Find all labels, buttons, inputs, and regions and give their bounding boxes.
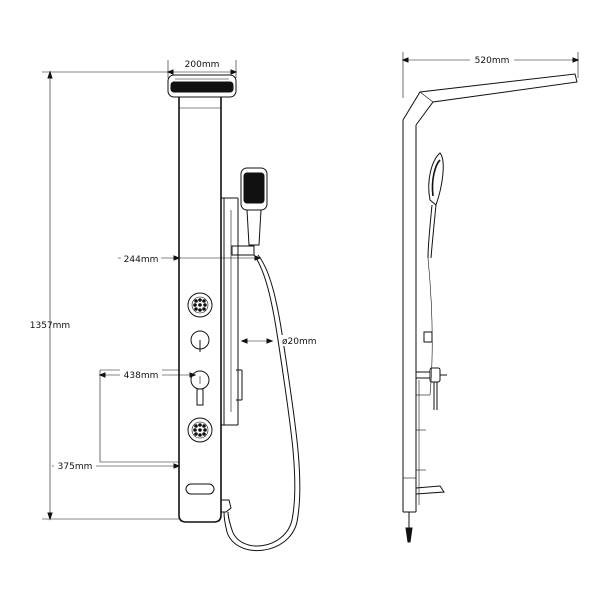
side-mixer-lever: [415, 367, 447, 410]
dim-lower-depth: 438mm: [98, 369, 197, 381]
dim-total-height: 1357mm: [30, 70, 179, 521]
side-bottom-outlet: [405, 512, 413, 543]
front-view: 200mm 1357mm ‎ 244mm ø20mm: [30, 60, 317, 552]
side-diverter: [423, 331, 433, 343]
overhead-arm: [402, 73, 578, 126]
dim-hose-diameter: ø20mm: [240, 335, 317, 347]
side-column: [402, 120, 430, 513]
tub-spout: [185, 483, 215, 495]
shower-hose: [223, 254, 301, 552]
hose-connector: [221, 499, 232, 513]
side-hand-shower: [427, 152, 444, 396]
mixer-lever: [190, 370, 210, 406]
rain-shower-head: [167, 74, 237, 98]
total-height-label: 1357mm: [30, 321, 70, 331]
dim-top-width: 200mm: [166, 60, 238, 78]
dim-spout-depth: 375mm: [52, 460, 181, 472]
hose-diameter-label: ø20mm: [282, 337, 317, 347]
top-width-label: 200mm: [185, 60, 220, 70]
dim-side-width: 520mm: [401, 52, 580, 98]
side-width-label: 520mm: [475, 56, 510, 66]
lower-depth-label: 438mm: [124, 371, 159, 381]
diverter-knob: [190, 330, 210, 352]
side-tub-spout: [415, 485, 445, 495]
spout-depth-label: 375mm: [58, 462, 93, 472]
body-jet-lower: [187, 417, 213, 443]
hand-shower: [231, 167, 268, 256]
body-jet-upper: [187, 292, 213, 318]
panel-column: [178, 97, 243, 523]
side-view: 520mm: [401, 52, 580, 543]
handshower-offset-label: 244mm: [124, 255, 159, 265]
dim-handshower-offset: ‎ 244mm: [118, 253, 262, 265]
